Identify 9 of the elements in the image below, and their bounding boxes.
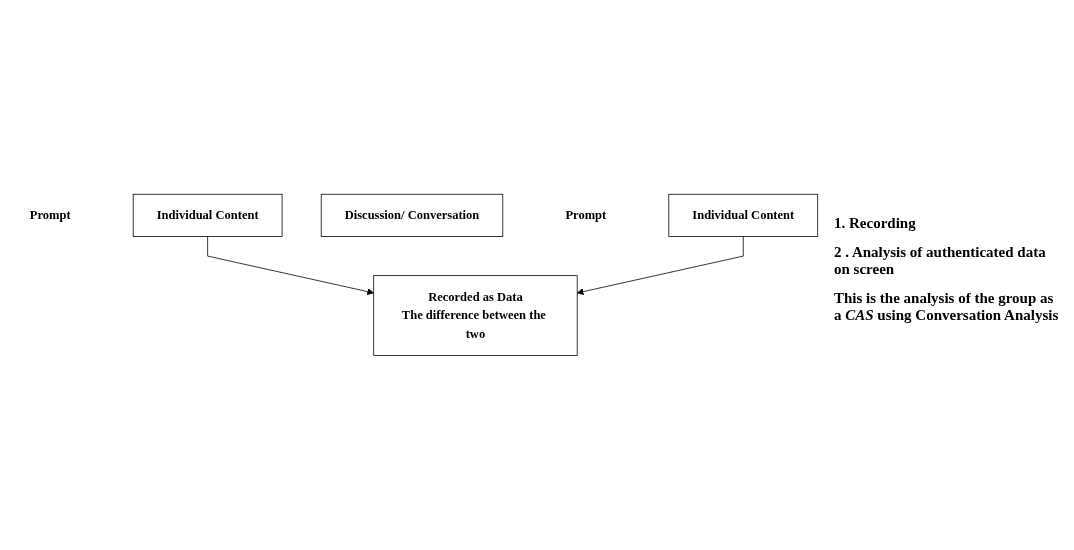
note-text: 1. Recording [834,214,917,232]
note-text: 2 . Analysis of authenticated data on screen [834,243,1047,278]
note-text: This is the analysis of the group as a CAS using Conversation Analysis [834,289,1060,324]
node-box: Individual Content [668,194,819,238]
node-box: Individual Content [132,194,283,238]
node-text: Prompt [565,208,607,222]
node-box: Recorded as Data The difference between the two [373,275,578,356]
node-box: Discussion/ Conversation [320,194,504,238]
node-text: Prompt [29,208,71,222]
